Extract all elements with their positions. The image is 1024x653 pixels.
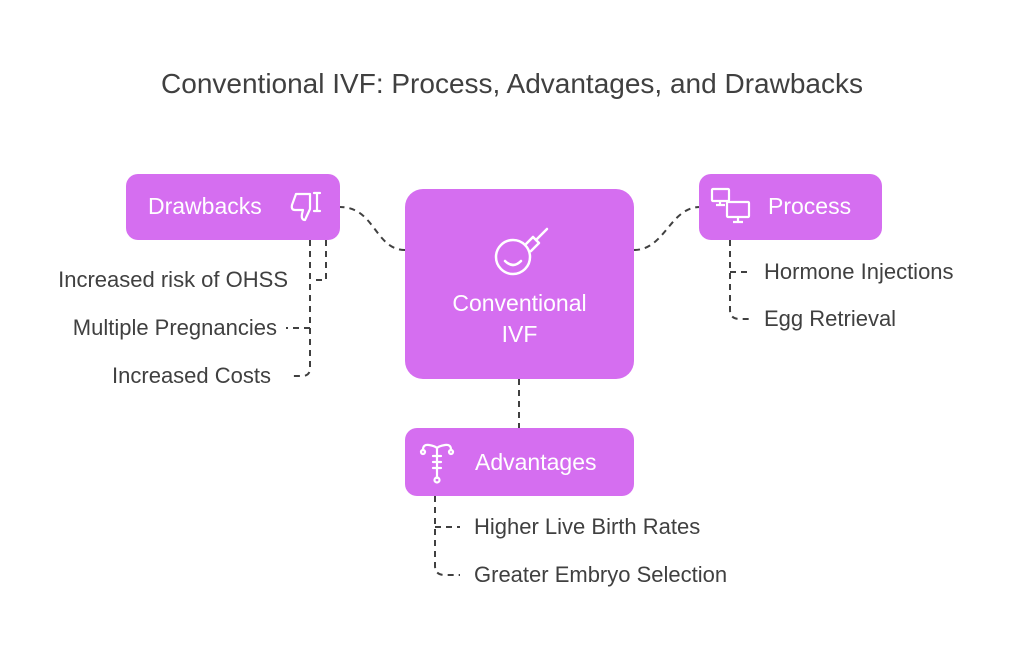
- connector-drawbacks-items: [292, 240, 311, 377]
- connector-advantages-items: [434, 496, 460, 576]
- drawback-item-3: Increased Costs: [112, 363, 271, 388]
- center-label-line1: Conventional: [452, 290, 587, 316]
- drawback-item-1: Increased risk of OHSS: [58, 267, 288, 292]
- drawbacks-node[interactable]: Drawbacks: [126, 174, 340, 240]
- thumbs-down-icon: [290, 191, 322, 222]
- drawbacks-label: Drawbacks: [148, 193, 262, 219]
- connector-drawbacks-item1: [314, 240, 327, 281]
- diagram-title: Conventional IVF: Process, Advantages, a…: [161, 68, 863, 99]
- process-item-1: Hormone Injections: [764, 259, 954, 284]
- connector-process-items: [729, 240, 752, 320]
- center-label-line2: IVF: [501, 321, 538, 347]
- connector-drawbacks: [339, 206, 406, 251]
- iud-icon: [419, 443, 455, 484]
- process-node[interactable]: Process: [699, 174, 882, 240]
- process-label: Process: [768, 193, 852, 219]
- process-item-2: Egg Retrieval: [764, 306, 897, 331]
- advantages-label: Advantages: [475, 449, 597, 475]
- enema-bulb-icon: [494, 227, 549, 276]
- advantages-node[interactable]: Advantages: [405, 428, 634, 496]
- computers-icon: [710, 187, 751, 224]
- advantage-item-1: Higher Live Birth Rates: [474, 514, 701, 539]
- drawback-item-2: Multiple Pregnancies: [72, 315, 277, 340]
- advantage-item-2: Greater Embryo Selection: [474, 562, 728, 587]
- connector-process: [633, 206, 701, 251]
- center-node[interactable]: Conventional IVF: [405, 189, 634, 379]
